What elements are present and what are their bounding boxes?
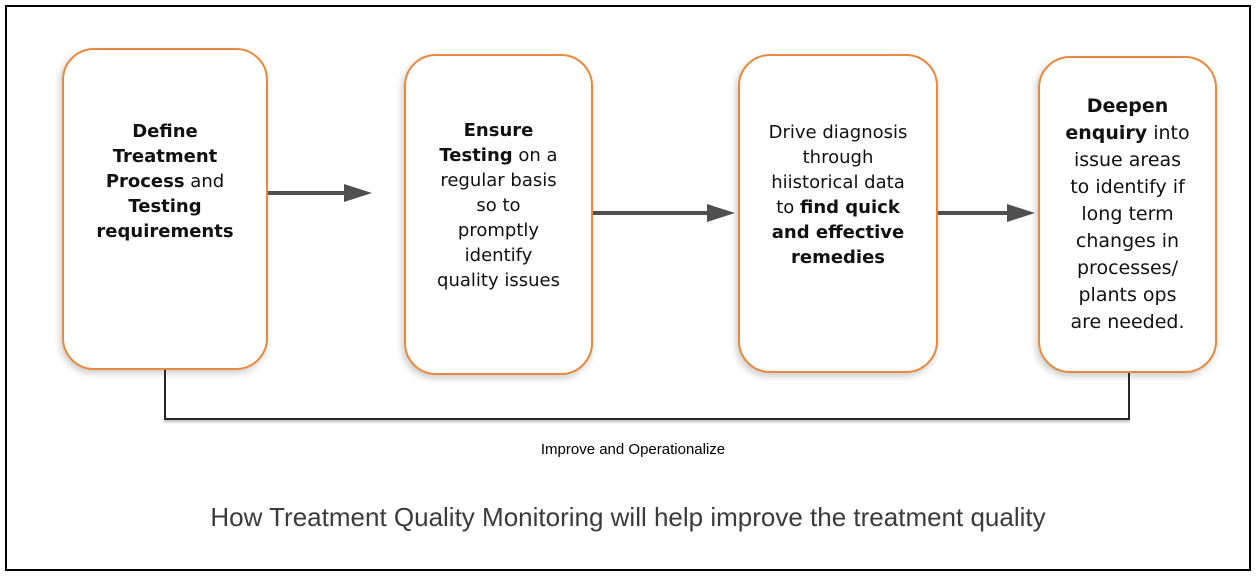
flow-box-deepen-enquiry: Deepen enquiry into issue areas to ident… <box>1038 56 1217 373</box>
text-segment: into issue areas to identify if long ter… <box>1070 122 1190 333</box>
text-segment: on a regular basis so to promptly identi… <box>437 145 560 291</box>
text-segment: Deepen enquiry <box>1065 95 1169 144</box>
flow-box-text: Drive diagnosis through hiistorical data… <box>769 120 908 308</box>
arrow-head-icon <box>1007 204 1035 222</box>
flow-box-ensure-testing: Ensure Testing on a regular basis so to … <box>404 54 593 375</box>
text-segment: Testing requirements <box>96 195 234 242</box>
flow-box-text: Deepen enquiry into issue areas to ident… <box>1065 93 1189 336</box>
feedback-line-right <box>1128 373 1130 420</box>
text-segment: find quick and effective remedies <box>771 196 905 268</box>
flow-box-drive-diagnosis: Drive diagnosis through hiistorical data… <box>738 54 938 373</box>
text-segment: and <box>190 170 225 192</box>
arrow-head-icon <box>344 184 372 202</box>
feedback-line-left <box>164 370 166 420</box>
feedback-line-bottom <box>164 418 1130 420</box>
flow-box-define-treatment-process: Define Treatment Process and Testing req… <box>62 48 268 370</box>
text-segment: Drive diagnosis through hiistorical data… <box>768 121 908 218</box>
outer-frame <box>5 5 1251 571</box>
arrow-shaft <box>938 211 1008 215</box>
diagram-caption: How Treatment Quality Monitoring will he… <box>210 502 1046 532</box>
text-segment: Define Treatment Process <box>105 120 218 192</box>
arrow-shaft <box>268 191 345 195</box>
arrow-shaft <box>593 211 708 215</box>
flow-box-text: Ensure Testing on a regular basis so to … <box>437 118 560 311</box>
text-segment: Ensure Testing <box>439 120 534 166</box>
arrow-head-icon <box>707 204 735 222</box>
flow-box-text: Define Treatment Process and Testing req… <box>96 119 233 300</box>
feedback-label: Improve and Operationalize <box>540 441 726 458</box>
